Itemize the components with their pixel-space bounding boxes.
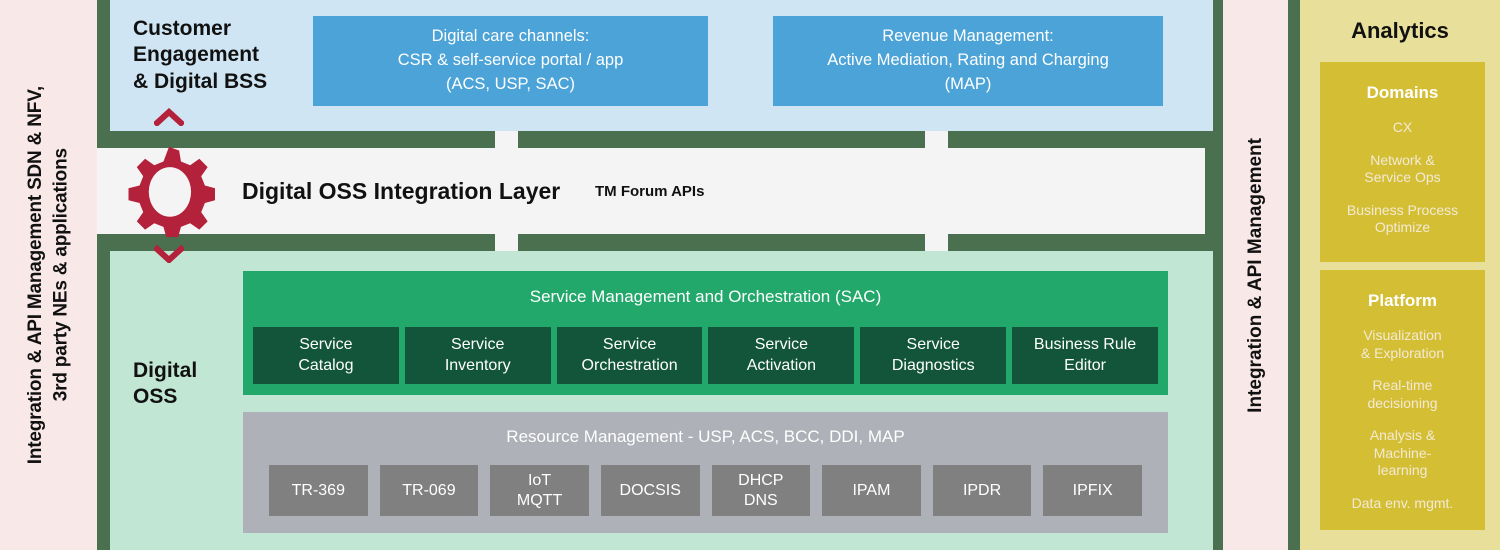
analytics-card-platform[interactable]: Platform Visualization & Exploration Rea…: [1320, 270, 1485, 530]
service-management-block: Service Management and Orchestration (SA…: [243, 271, 1168, 395]
tile-dhcp-dns[interactable]: DHCP DNS: [711, 465, 811, 516]
separator-notch-right-bottom: [925, 234, 948, 251]
integration-layer-band: Digital OSS Integration Layer TM Forum A…: [97, 148, 1205, 234]
analytics-card-domains[interactable]: Domains CX Network & Service Ops Busines…: [1320, 62, 1485, 262]
tile-ipdr[interactable]: IPDR: [932, 465, 1032, 516]
analytics-card-domains-list: CX Network & Service Ops Business Proces…: [1320, 119, 1485, 237]
tile-business-rule-editor[interactable]: Business Rule Editor: [1012, 327, 1158, 384]
analytics-card-platform-list: Visualization & Exploration Real-time de…: [1320, 327, 1485, 512]
list-item: CX: [1392, 119, 1413, 135]
digital-oss-label: Digital OSS: [133, 359, 198, 409]
main-stage: Customer Engagement & Digital BSS Digita…: [97, 0, 1223, 550]
right-rail-divider: [1288, 0, 1300, 550]
tm-forum-apis-label: TM Forum APIs: [595, 182, 705, 200]
analytics-panel: Analytics Domains CX Network & Service O…: [1300, 0, 1500, 550]
revenue-management-box[interactable]: Revenue Management: Active Mediation, Ra…: [773, 16, 1163, 106]
customer-engagement-band: Customer Engagement & Digital BSS Digita…: [110, 0, 1213, 131]
tile-service-orchestration[interactable]: Service Orchestration: [556, 327, 703, 384]
list-item: Business Process Optimize: [1346, 201, 1459, 236]
gear-icon: [128, 146, 215, 237]
tile-service-diagnostics[interactable]: Service Diagnostics: [860, 327, 1007, 384]
digital-oss-band: Digital OSS Service Management and Orche…: [110, 251, 1213, 550]
service-management-tiles: Service Catalog Service Inventory Servic…: [253, 327, 1158, 384]
tile-tr-369[interactable]: TR-369: [269, 465, 368, 516]
analytics-card-platform-heading: Platform: [1368, 291, 1437, 310]
left-sidebar-integration-rail: Integration & API Management SDN & NFV, …: [0, 0, 97, 550]
tile-tr-069[interactable]: TR-069: [379, 465, 479, 516]
resource-management-tiles: TR-369 TR-069 IoT MQTT DOCSIS DHCP DNS I…: [269, 465, 1142, 516]
analytics-card-domains-heading: Domains: [1366, 83, 1439, 102]
separator-notch-left-bottom: [495, 234, 518, 251]
tile-service-catalog[interactable]: Service Catalog: [253, 327, 399, 384]
tile-iot-mqtt[interactable]: IoT MQTT: [490, 465, 589, 516]
list-item: Network & Service Ops: [1364, 151, 1441, 186]
resource-management-title: Resource Management - USP, ACS, BCC, DDI…: [506, 427, 905, 446]
list-item: Visualization & Exploration: [1360, 327, 1445, 361]
chevron-down-icon: [154, 245, 184, 263]
service-management-title: Service Management and Orchestration (SA…: [529, 287, 882, 306]
left-sidebar-label: Integration & API Management SDN & NFV, …: [24, 85, 72, 465]
tile-service-inventory[interactable]: Service Inventory: [404, 327, 551, 384]
tile-service-activation[interactable]: Service Activation: [708, 327, 855, 384]
list-item: Real-time decisioning: [1367, 377, 1438, 411]
list-item: Analysis & Machine- learning: [1369, 427, 1436, 478]
separator-notch-left-top: [495, 131, 518, 148]
integration-layer-title: Digital OSS Integration Layer: [242, 177, 561, 204]
right-sidebar-label: Integration & API Management: [1244, 137, 1266, 413]
customer-engagement-label: Customer Engagement & Digital BSS: [133, 17, 268, 93]
digital-care-channels-box[interactable]: Digital care channels: CSR & self-servic…: [313, 16, 708, 106]
right-sidebar-integration-rail: Integration & API Management: [1223, 0, 1288, 550]
analytics-title: Analytics: [1351, 18, 1449, 43]
tile-ipfix[interactable]: IPFIX: [1043, 465, 1142, 516]
list-item: Data env. mgmt.: [1351, 494, 1454, 511]
separator-notch-right-top: [925, 131, 948, 148]
tile-docsis[interactable]: DOCSIS: [600, 465, 700, 516]
tile-ipam[interactable]: IPAM: [822, 465, 921, 516]
resource-management-block: Resource Management - USP, ACS, BCC, DDI…: [243, 412, 1168, 533]
chevron-up-icon: [154, 108, 184, 126]
